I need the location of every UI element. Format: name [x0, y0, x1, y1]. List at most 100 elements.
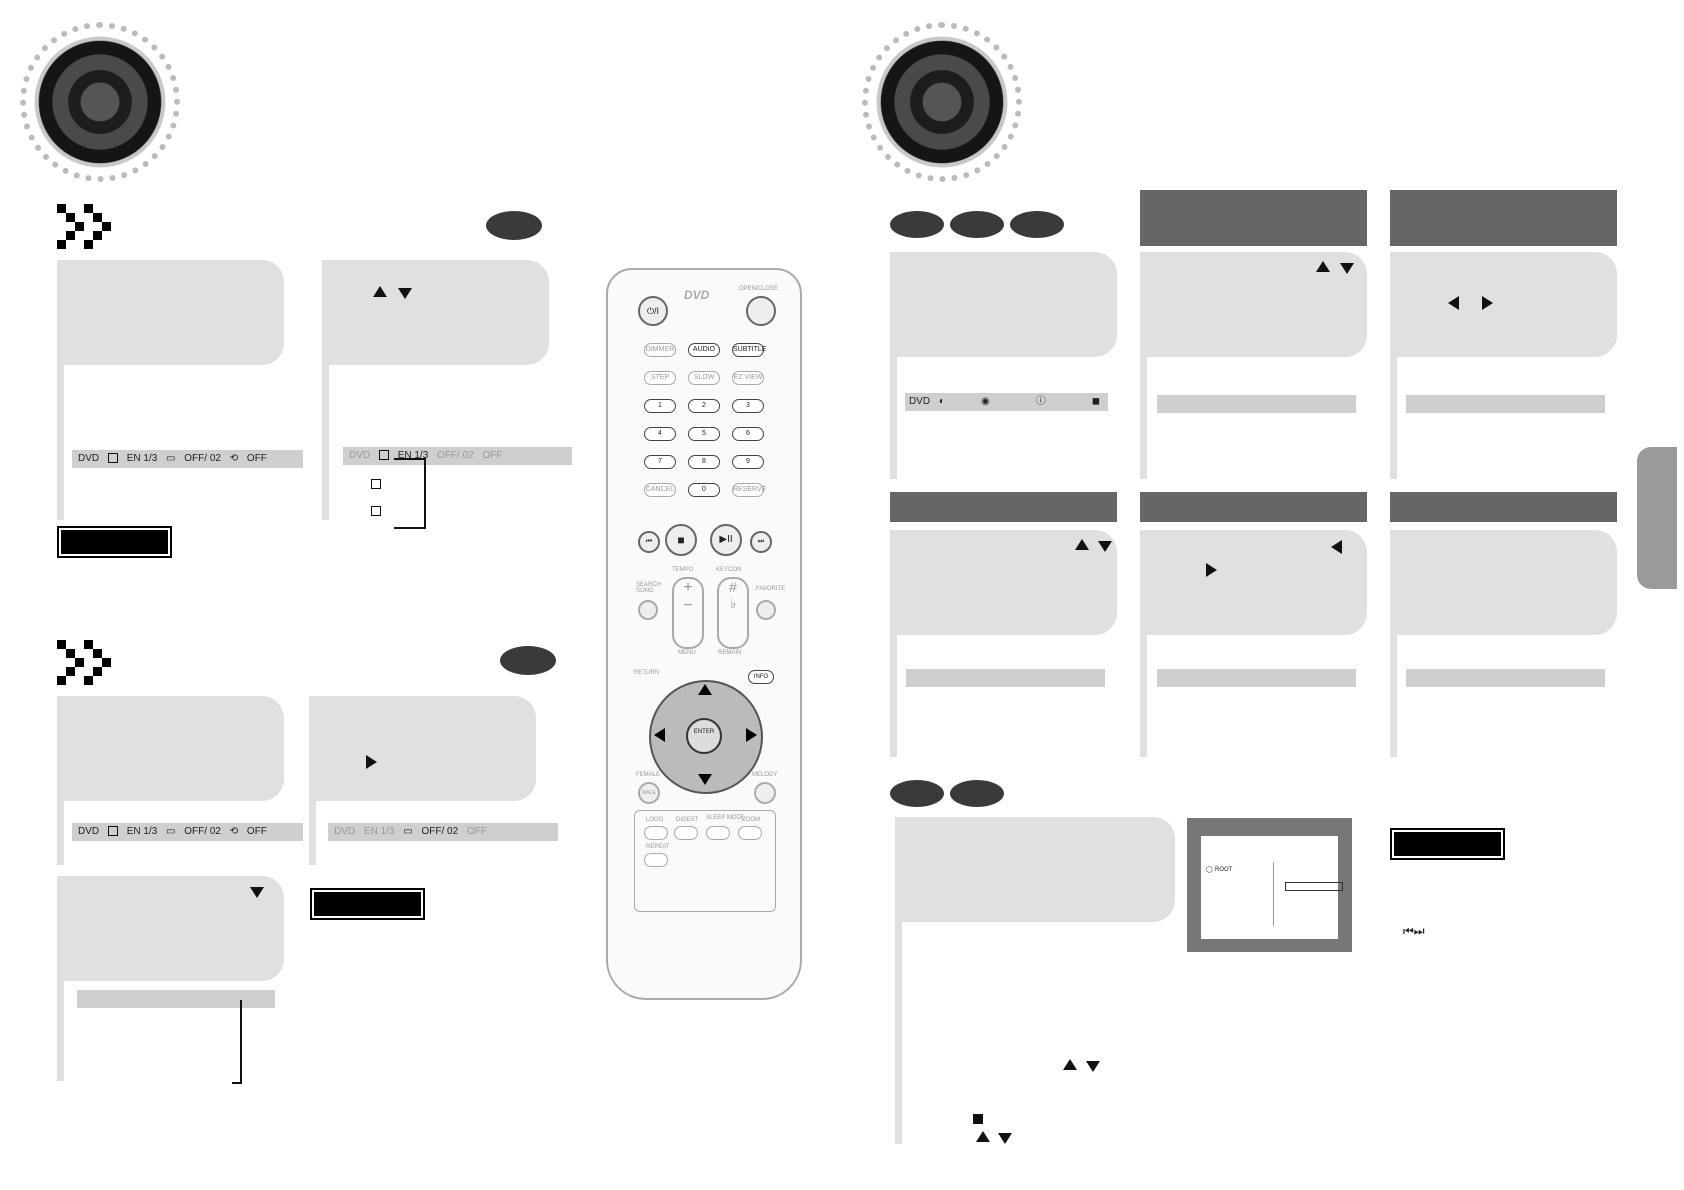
skip-back-button[interactable]: ⏮ — [638, 531, 660, 553]
stop-button[interactable]: ■ — [665, 524, 697, 556]
root-label: ROOT — [1215, 867, 1233, 873]
stop-icon — [973, 1114, 983, 1124]
osd-bar-audio-dim: DVD EN 1/3 OFF/ 02 OFF — [343, 447, 572, 465]
info-osd-bar-time — [1157, 669, 1356, 687]
digest-button[interactable] — [674, 826, 698, 840]
digit-5-button[interactable]: 5 — [688, 427, 720, 441]
step-header-bar — [890, 492, 1117, 522]
tempo-rocker[interactable]: +− — [672, 577, 704, 649]
panel-stem — [309, 801, 316, 865]
audio-button[interactable]: AUDIO — [688, 343, 720, 357]
subtitle-icon: ▭ — [166, 453, 176, 464]
digit-4-button[interactable]: 4 — [644, 427, 676, 441]
power-button[interactable]: ⏻/I — [638, 296, 668, 326]
male-button[interactable]: MALE — [638, 782, 660, 804]
keycon-label: KEYCON — [716, 567, 742, 573]
zoom-label: ZOOM — [742, 817, 760, 823]
digit-6-button[interactable]: 6 — [732, 427, 764, 441]
melody-label: MELODY — [752, 772, 778, 778]
info-button[interactable]: INFO — [748, 670, 774, 684]
nav-left-icon[interactable] — [654, 728, 665, 742]
left-arrow-icon — [1331, 540, 1342, 554]
section-marker-icon — [57, 204, 111, 249]
bottom-button-tray — [634, 810, 776, 912]
remain-label: REMAIN — [718, 650, 742, 656]
cancel-button[interactable]: CANCEL — [644, 483, 676, 497]
dimmer-button[interactable]: DIMMER — [644, 343, 676, 357]
return-label: RETURN — [634, 670, 659, 676]
search-song-button[interactable] — [638, 600, 658, 620]
subtitle-button[interactable]: SUBTITLE — [732, 343, 766, 357]
sleep-mode-button[interactable] — [706, 826, 730, 840]
folder-list-divider — [1273, 862, 1274, 926]
audio-option-icon — [371, 479, 381, 489]
note-box — [310, 888, 425, 920]
logo-label: LOGO — [646, 817, 664, 823]
step-panel-subtitle-2 — [309, 696, 536, 801]
disc-type-badge — [486, 211, 542, 240]
up-arrow-icon — [1075, 539, 1089, 550]
down-arrow-icon — [998, 1133, 1012, 1144]
step-header-bar — [1140, 190, 1367, 246]
nav-down-icon[interactable] — [698, 774, 712, 785]
digit-1-button[interactable]: 1 — [644, 399, 676, 413]
note-box — [1390, 828, 1505, 860]
info-step-panel-6 — [1390, 530, 1617, 635]
osd-bar-audio: DVD EN 1/3 ▭ OFF/ 02 ⟲ OFF — [72, 450, 303, 468]
step-panel-audio-2 — [322, 260, 549, 365]
panel-stem — [57, 365, 64, 520]
digit-9-button[interactable]: 9 — [732, 455, 764, 469]
selected-item[interactable] — [1285, 882, 1343, 891]
enter-button[interactable]: ENTER — [686, 718, 722, 754]
favorite-button[interactable] — [756, 600, 776, 620]
open-close-label: OPEN/CLOSE — [739, 286, 779, 292]
step-header-bar — [1390, 492, 1617, 522]
audio-icon — [107, 826, 118, 837]
melody-button[interactable] — [754, 782, 776, 804]
up-arrow-icon — [1316, 261, 1330, 272]
right-arrow-icon — [1206, 563, 1217, 577]
disc-type-badge — [890, 780, 944, 807]
reserve-button[interactable]: RESERVE — [732, 483, 766, 497]
left-arrow-icon — [1448, 296, 1459, 310]
tempo-label: TEMPO — [672, 567, 694, 573]
zoom-button[interactable] — [738, 826, 762, 840]
logo-button[interactable] — [644, 826, 668, 840]
cycle-bracket — [232, 1000, 242, 1084]
subtitle-icon: ▭ — [403, 826, 413, 837]
repeat-button[interactable] — [644, 853, 668, 867]
nav-up-icon[interactable] — [698, 684, 712, 695]
info-osd-bar-title — [1157, 395, 1356, 413]
audio-option-icon — [371, 506, 381, 516]
disc-type-badge — [950, 780, 1004, 807]
skip-forward-button[interactable]: ⏭ — [750, 531, 772, 553]
sleep-mode-label: SLEEP MODE — [706, 815, 745, 821]
female-label: FEMALE — [636, 772, 661, 778]
open-close-button[interactable] — [746, 296, 776, 326]
disc-type-badge — [950, 211, 1004, 238]
file-browser-step-panel — [895, 817, 1175, 922]
play-pause-button[interactable]: ▶II — [710, 524, 742, 556]
speaker-graphic-right — [862, 22, 1022, 182]
digit-3-button[interactable]: 3 — [732, 399, 764, 413]
digit-8-button[interactable]: 8 — [688, 455, 720, 469]
right-arrow-icon — [366, 755, 377, 769]
search-song-label: SEARCH SONG — [636, 582, 662, 594]
info-osd-bar: DVD ◐◉ⓘ◼ — [905, 393, 1108, 411]
step-button[interactable]: STEP — [644, 371, 676, 385]
speaker-graphic-left — [20, 22, 180, 182]
keycon-rocker[interactable]: #♭ — [717, 577, 749, 649]
digit-7-button[interactable]: 7 — [644, 455, 676, 469]
ez-view-button[interactable]: EZ VIEW — [732, 371, 764, 385]
cycle-bracket — [394, 458, 426, 529]
slow-button[interactable]: SLOW — [688, 371, 720, 385]
audio-icon — [107, 453, 118, 464]
nav-right-icon[interactable] — [746, 728, 757, 742]
digit-0-button[interactable]: 0 — [688, 483, 720, 497]
osd-bar-subtitle: DVD EN 1/3 ▭ OFF/ 02 ⟲ OFF — [72, 823, 303, 841]
disc-type-badge — [500, 646, 556, 675]
digit-2-button[interactable]: 2 — [688, 399, 720, 413]
file-browser-screen: ◯ ROOT — [1187, 818, 1352, 952]
info-osd-bar-time-2 — [1406, 669, 1605, 687]
remote-brand-logo: DVD — [684, 288, 710, 302]
